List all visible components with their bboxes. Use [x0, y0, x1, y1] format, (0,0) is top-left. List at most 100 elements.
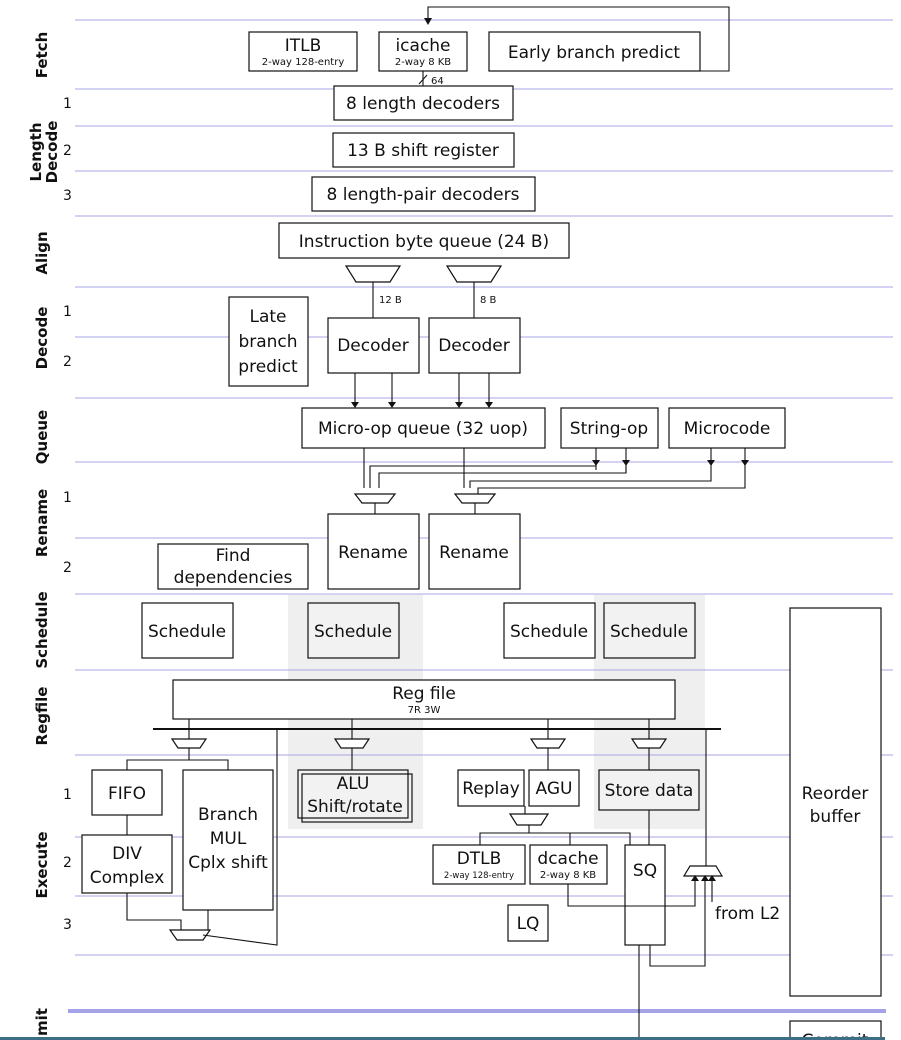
schedule-2-label: Schedule: [314, 622, 392, 642]
length-decoders-label: 8 length decoders: [346, 94, 500, 114]
microcode-box: [668, 407, 786, 449]
icache-label: icache: [395, 36, 450, 56]
bus-taps: [188, 719, 650, 739]
store-data-box: [598, 769, 700, 811]
align-mux-a: [344, 265, 402, 283]
substage-ex-2: 2: [63, 855, 72, 871]
regfile-label: Reg file: [392, 684, 456, 704]
agu-label: AGU: [536, 779, 573, 799]
find-deps-box: [157, 543, 309, 590]
stage-label-align: Align: [33, 231, 51, 274]
stage-label-decode: Decode: [33, 307, 51, 370]
branch-mul-line-3: Cplx shift: [188, 853, 268, 873]
decoder-a-box: [327, 317, 420, 374]
stage-label-length-decode: LengthDecode: [27, 121, 61, 184]
branch-mul-line-2: MUL: [210, 829, 247, 849]
width-8b-label: 8 B: [480, 295, 497, 306]
replay-box: [457, 769, 525, 807]
decoder-b-box: [428, 317, 521, 374]
length-decode-line-2: Decode: [43, 121, 61, 184]
early-branch-box: [488, 31, 701, 72]
decoder-b-label: Decoder: [438, 336, 510, 356]
mux1-fanout-b: [189, 759, 229, 770]
stage-label-execute: Execute: [33, 831, 51, 898]
schedule-1-label: Schedule: [148, 622, 226, 642]
lq-box: [507, 904, 549, 942]
find-deps-line-2: dependencies: [174, 568, 293, 588]
late-branch-line-2: branch: [238, 332, 297, 352]
length-decode-line-1: Length: [27, 123, 45, 182]
load-mux: [682, 865, 724, 877]
fetch-bus-slash: [418, 74, 428, 85]
bottom-strip: [0, 1037, 885, 1040]
branch-mul-box: [182, 769, 274, 911]
agu-box: [528, 769, 580, 807]
find-deps-line-1: Find: [216, 546, 251, 566]
schedule-4-label: Schedule: [610, 622, 688, 642]
fetch-bus-width: 64: [431, 76, 444, 87]
stage-label-queue: Queue: [33, 410, 51, 464]
icache-detail: 2-way 8 KB: [395, 57, 451, 68]
stage-label-regfile: Regfile: [33, 687, 51, 746]
reorder-buffer-line-2: buffer: [810, 807, 861, 827]
exec-mux-1: [170, 738, 208, 749]
dcache-detail: 2-way 8 KB: [540, 870, 596, 881]
complex-result-mux: [168, 929, 212, 941]
itlb-detail: 2-way 128-entry: [262, 57, 345, 68]
lq-label: LQ: [517, 914, 540, 934]
fifo-label: FIFO: [108, 784, 146, 804]
div-box: [81, 834, 173, 894]
substage-ld-3: 3: [63, 188, 72, 204]
shift-register-box: [332, 132, 515, 168]
substage-ren-1: 1: [63, 490, 72, 506]
rename-a-box: [327, 513, 420, 590]
branch-feedback-wire: [427, 6, 730, 72]
sq-box: [624, 844, 666, 946]
align-mux-b: [445, 265, 503, 283]
stage-label-rename: Rename: [33, 489, 51, 557]
substage-dec-1: 1: [63, 304, 72, 320]
from-l2-label: from L2: [715, 904, 780, 924]
exec-mux-2: [333, 738, 371, 749]
dtlb-label: DTLB: [457, 849, 502, 869]
mux1-fanout: [126, 748, 190, 770]
early-branch-label: Early branch predict: [508, 43, 681, 63]
schedule-3-label: Schedule: [510, 622, 588, 642]
schedule-1-box: [141, 602, 234, 659]
substage-ld-1: 1: [63, 96, 72, 112]
div-line-1: DIV: [112, 844, 142, 864]
complex-mux-out-wire: [202, 729, 278, 946]
schedule-2-box: [307, 602, 400, 659]
stage-label-fetch: Fetch: [33, 32, 51, 79]
agu-to-sq-wire: [570, 832, 631, 845]
string-op-box: [560, 407, 659, 449]
substage-dec-2: 2: [63, 354, 72, 370]
reorder-buffer-line-1: Reorder: [802, 784, 869, 804]
dtlb-box: [432, 844, 526, 885]
sq-label: SQ: [633, 861, 657, 881]
string-op-label: String-op: [570, 419, 648, 439]
length-pair-decoders-box: [311, 176, 536, 212]
instr-byte-queue-label: Instruction byte queue (24 B): [299, 232, 549, 252]
alu-box: [297, 769, 409, 819]
substage-ld-2: 2: [63, 143, 72, 159]
branch-feedback-arrow: [424, 18, 432, 25]
stage-label-commit: mit: [33, 1008, 51, 1036]
regfile-ports: 7R 3W: [408, 705, 441, 716]
agu-mux-fanout-b: [529, 832, 571, 845]
itlb-box: [248, 31, 358, 72]
width-12b-label: 12 B: [379, 295, 402, 306]
substage-ex-1: 1: [63, 787, 72, 803]
dcache-box: [529, 844, 608, 885]
rename-b-box: [428, 513, 521, 590]
uop-queue-label: Micro-op queue (32 uop): [318, 419, 528, 439]
div-line-2: Complex: [90, 868, 165, 888]
icache-box: [378, 31, 468, 72]
late-branch-line-3: predict: [238, 357, 298, 377]
store-data-label: Store data: [605, 781, 694, 801]
late-branch-line-1: Late: [249, 307, 286, 327]
schedule-3-box: [503, 602, 596, 659]
rename-mux-b: [453, 493, 497, 504]
exec-mux-4: [630, 738, 668, 749]
decoder-a-label: Decoder: [337, 336, 409, 356]
